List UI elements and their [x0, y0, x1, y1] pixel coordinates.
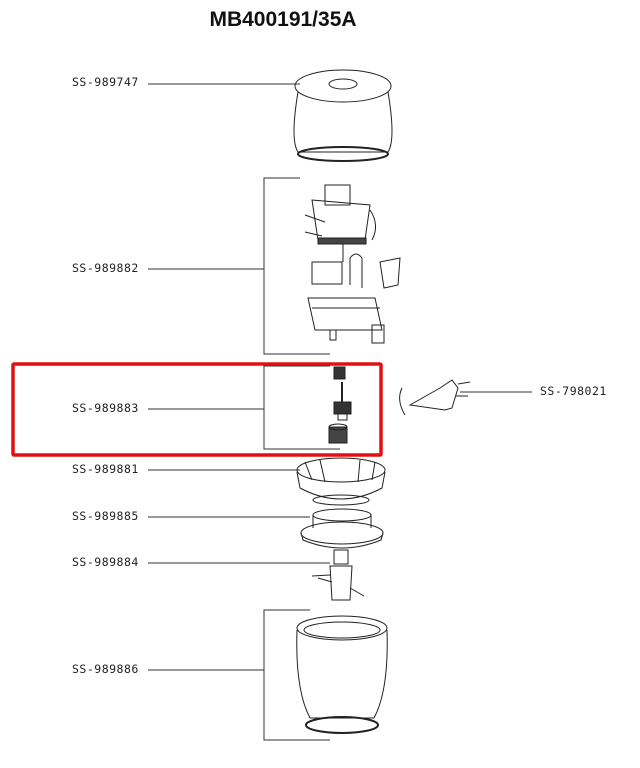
part-label-gear-set[interactable]: SS-989883 [72, 401, 139, 415]
bowl-part[interactable] [296, 615, 388, 734]
highlight-box [11, 362, 383, 457]
cord-part[interactable] [399, 379, 471, 416]
diagram-title: MB400191/35A [209, 8, 357, 31]
part-label-cord[interactable]: SS-798021 [540, 384, 607, 398]
seal-part[interactable] [300, 508, 384, 549]
coupler-part[interactable] [296, 457, 386, 506]
part-label-seal[interactable]: SS-989885 [72, 509, 139, 523]
part-label-blade[interactable]: SS-989884 [72, 555, 139, 569]
motor-part[interactable] [304, 184, 401, 344]
lid-part[interactable] [293, 69, 393, 162]
part-label-lid[interactable]: SS-989747 [72, 75, 139, 89]
part-label-coupler[interactable]: SS-989881 [72, 462, 139, 476]
leader-lines [148, 83, 532, 741]
part-label-bowl[interactable]: SS-989886 [72, 662, 139, 676]
blade-part[interactable] [311, 549, 365, 601]
gear-set-part[interactable] [328, 366, 352, 444]
part-label-motor[interactable]: SS-989882 [72, 261, 139, 275]
